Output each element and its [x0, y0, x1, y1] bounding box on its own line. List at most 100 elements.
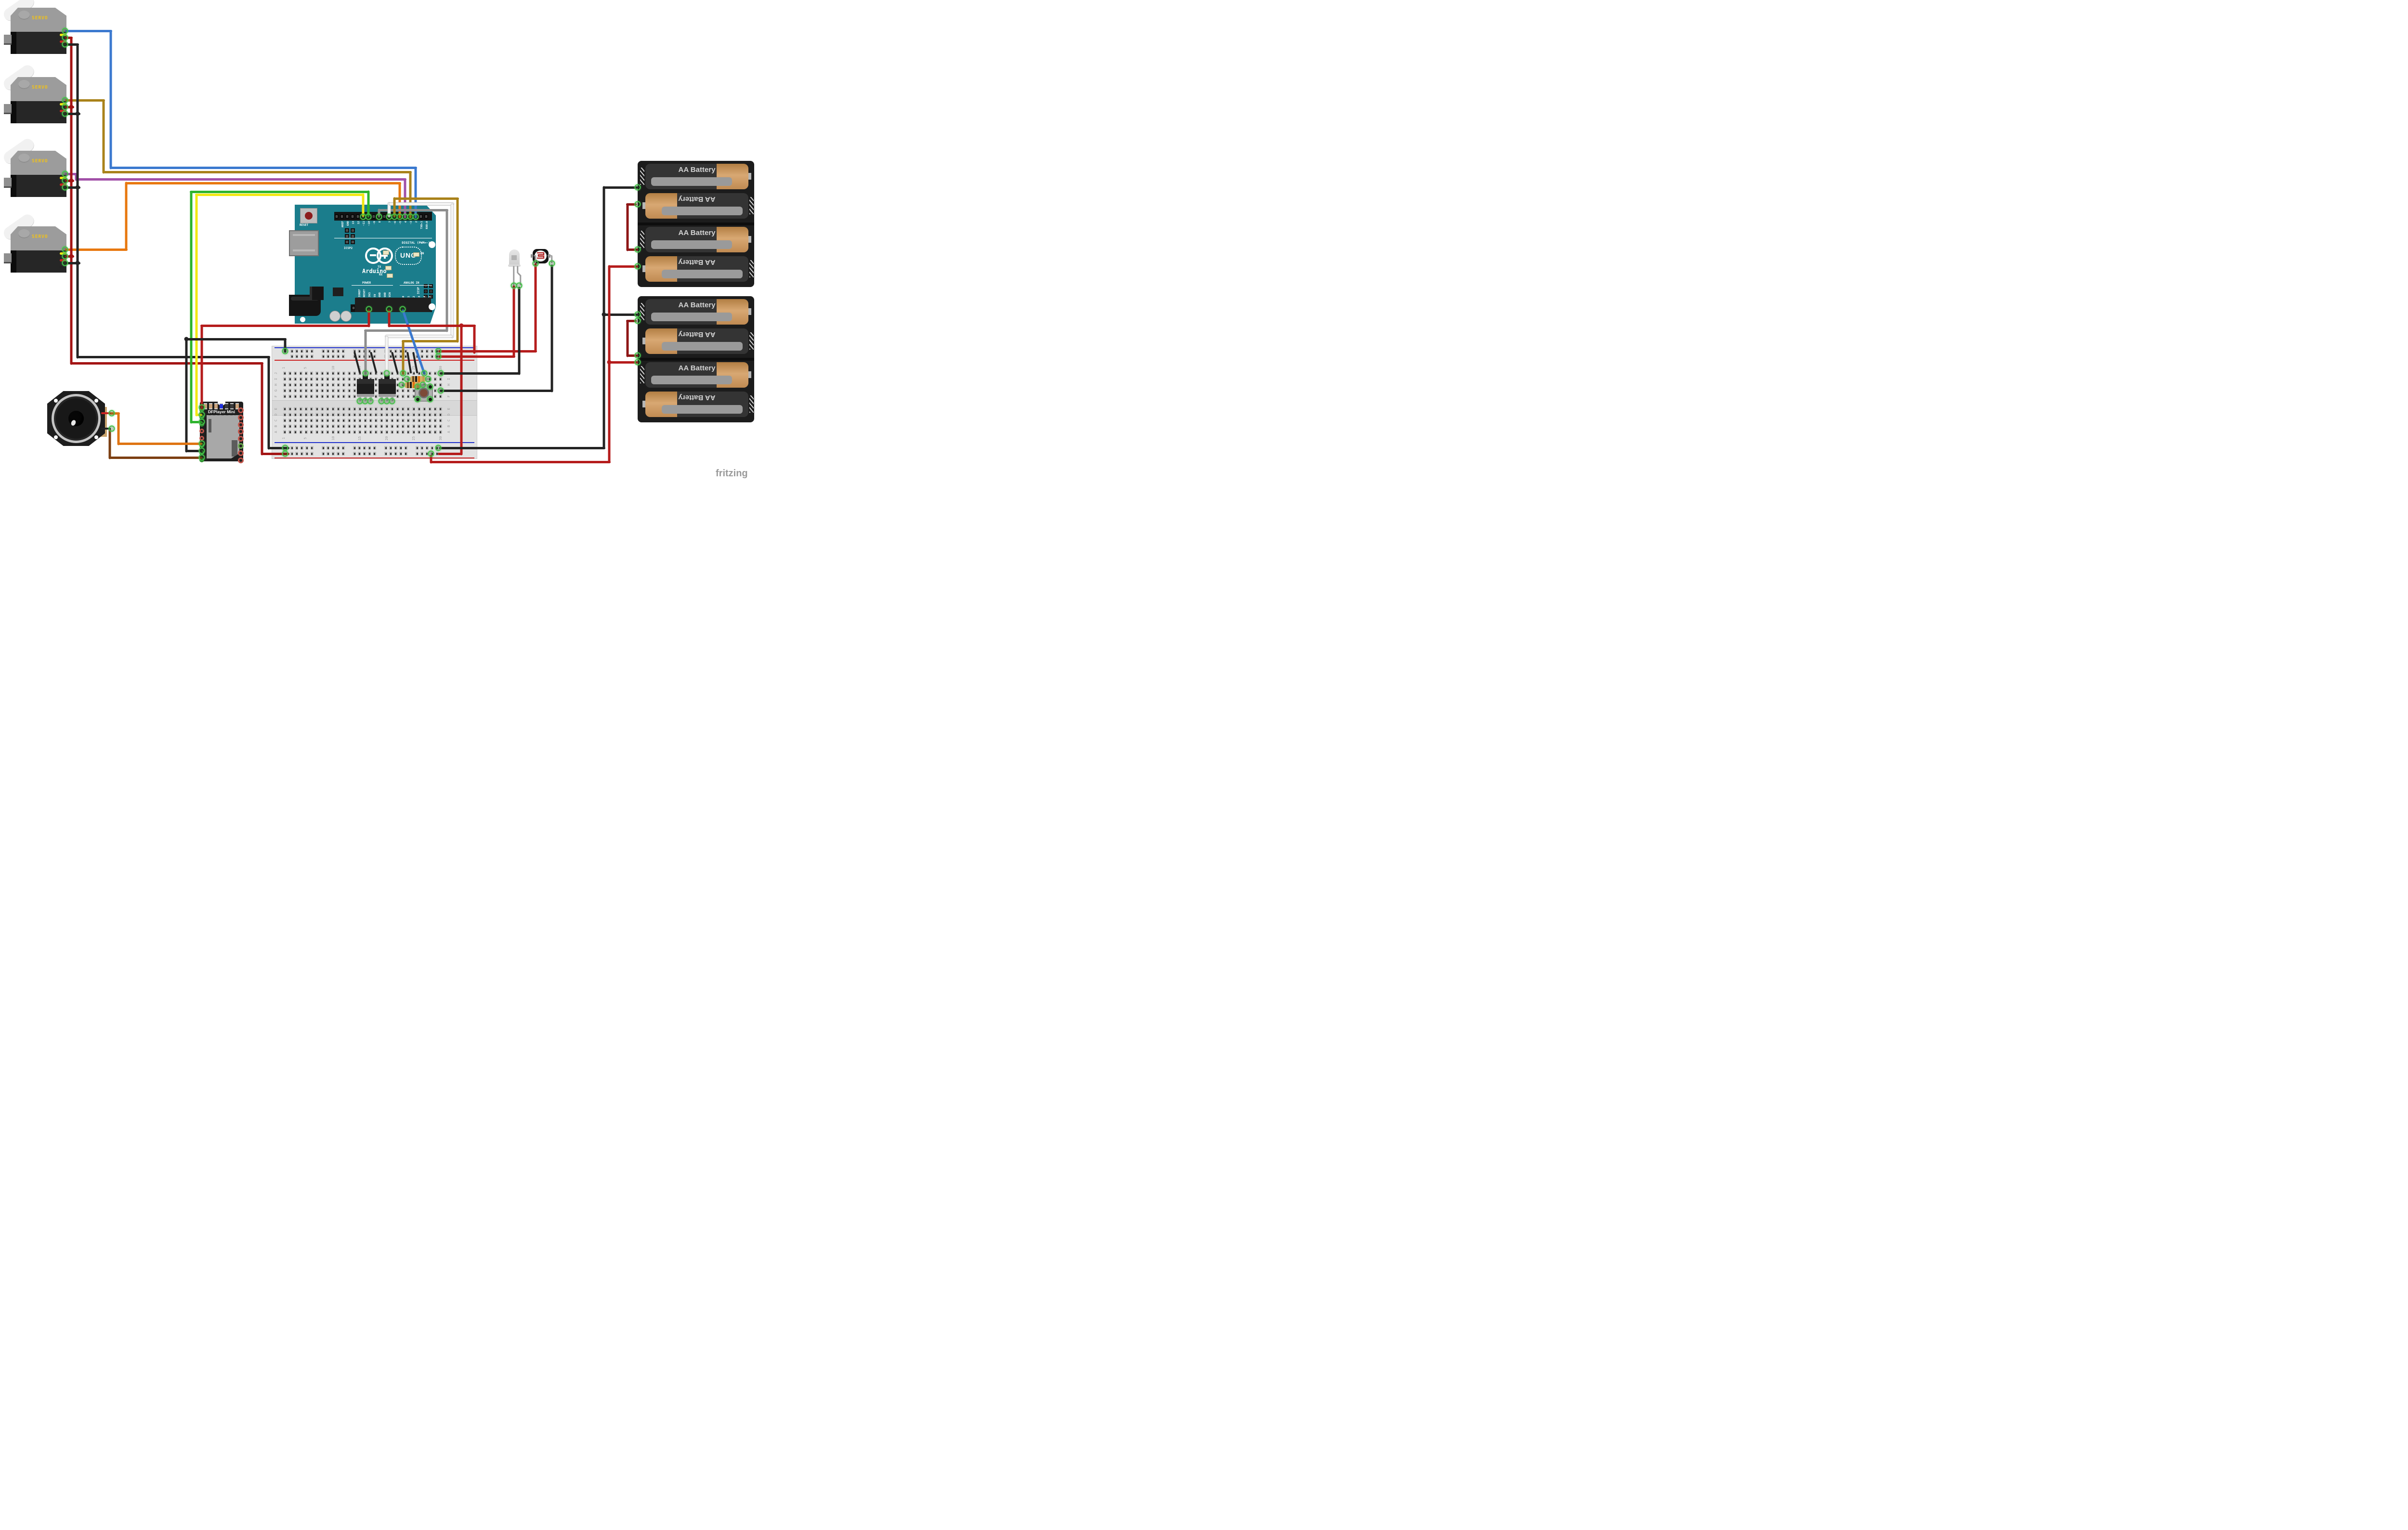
breadboard-hole	[337, 394, 340, 398]
breadboard-hole	[412, 413, 416, 417]
dfplayer-pin-right[interactable]	[238, 450, 244, 456]
logo-plus-v	[383, 252, 386, 259]
breadboard-row-letter: D	[274, 413, 278, 416]
dfplayer-pin-left[interactable]	[199, 436, 204, 441]
dfplayer-pin-right[interactable]	[238, 414, 244, 420]
battery-band	[662, 405, 743, 414]
breadboard-hole	[428, 424, 432, 428]
pin-hole[interactable]	[419, 214, 423, 219]
dfplayer-pin-right[interactable]	[238, 457, 244, 463]
pin-hole[interactable]	[382, 214, 386, 219]
breadboard-hole	[401, 418, 405, 422]
wire-junction	[75, 111, 80, 116]
breadboard-hole	[428, 418, 432, 422]
power-silk-label: POWER	[362, 281, 371, 285]
aa-battery: AA Battery	[640, 164, 751, 189]
smd-component	[204, 404, 207, 408]
battery-label: AA Battery	[678, 330, 716, 339]
breadboard-hole	[315, 430, 319, 434]
servo-body	[11, 101, 66, 123]
battery-band	[651, 313, 732, 321]
breadboard-rail-hole	[331, 349, 335, 353]
breadboard-rail-hole	[384, 446, 387, 450]
connector-ring	[634, 352, 641, 359]
servo-lead-ground	[60, 47, 66, 50]
breadboard-hole	[391, 424, 394, 428]
switch-base	[357, 394, 374, 397]
breadboard-row-letter: J	[274, 372, 278, 375]
breadboard-hole	[391, 430, 394, 434]
dfplayer-pin-right[interactable]	[238, 429, 244, 435]
breadboard-hole	[315, 383, 319, 387]
breadboard-hole	[401, 394, 405, 398]
servo-motor-3[interactable]: SERVO	[1, 136, 66, 197]
wire-segment	[440, 389, 552, 392]
connector-ring	[389, 398, 395, 405]
pin-hole[interactable]	[356, 214, 360, 219]
dfplayer-pin-right[interactable]	[238, 436, 244, 442]
dfplayer-pin-right[interactable]	[238, 421, 244, 428]
servo-hub	[18, 154, 30, 163]
breadboard-hole	[369, 413, 372, 417]
breadboard-hole	[374, 394, 378, 398]
reset-button[interactable]	[300, 208, 317, 223]
wire-junction	[602, 312, 606, 317]
aa-battery: AA Battery	[640, 227, 751, 252]
connector-ring	[198, 404, 205, 411]
dfplayer-mini[interactable]: DFPlayer Mini	[199, 400, 244, 463]
led[interactable]	[508, 249, 521, 268]
speaker-screw-hole	[94, 399, 98, 403]
breadboard-rail-hole	[416, 452, 419, 456]
pin-hole[interactable]	[345, 214, 349, 219]
connector-ring	[414, 383, 421, 390]
pin-hole[interactable]	[340, 214, 344, 219]
servo-body-bevel	[11, 101, 16, 123]
breadboard-hole	[283, 371, 286, 375]
pin-hole[interactable]	[424, 214, 428, 219]
speaker[interactable]	[47, 391, 107, 446]
pin-hole[interactable]	[335, 214, 339, 219]
dfplayer-pin-right[interactable]	[238, 443, 244, 449]
capacitor	[329, 311, 340, 322]
dfplayer-pin-right[interactable]	[238, 407, 244, 413]
breadboard-hole	[283, 377, 286, 381]
wire-segment	[195, 195, 198, 416]
slide-switch-2[interactable]	[379, 375, 396, 401]
breadboard-rail-hole	[305, 354, 309, 358]
breadboard-hole	[412, 371, 416, 375]
breadboard-hole	[321, 371, 324, 375]
breadboard-rail-hole	[322, 452, 325, 456]
wire-segment	[190, 192, 193, 423]
breadboard-col-number: 25	[412, 436, 416, 441]
resistor-1[interactable]	[410, 376, 426, 382]
aa-battery: AA Battery	[642, 256, 754, 282]
breadboard-rail-hole	[295, 446, 299, 450]
servo-motor-4[interactable]: SERVO	[1, 212, 66, 273]
pin-hole[interactable]	[352, 306, 355, 310]
tx-led	[385, 266, 392, 270]
connector-ring	[366, 306, 372, 313]
breadboard-hole	[374, 371, 378, 375]
breadboard-hole	[406, 430, 410, 434]
breadboard-hole	[294, 424, 297, 428]
battery-band	[662, 207, 743, 215]
breadboard-hole	[439, 413, 442, 417]
dfplayer-pin-left[interactable]	[199, 429, 204, 434]
battery-label: AA Battery	[678, 393, 716, 402]
breadboard-rail-hole	[310, 349, 314, 353]
smd-component	[230, 404, 234, 408]
servo-body-bevel	[11, 175, 16, 197]
pin-hole[interactable]	[351, 214, 354, 219]
wire-segment	[102, 100, 105, 173]
wire-segment	[431, 460, 611, 463]
servo-body-bevel	[11, 32, 16, 54]
servo-motor-1[interactable]: SERVO	[1, 0, 66, 54]
connector-ring	[108, 410, 115, 417]
breadboard-hole	[337, 389, 340, 392]
servo-motor-2[interactable]: SERVO	[1, 63, 66, 123]
breadboard-hole	[331, 383, 335, 387]
slide-switch-1[interactable]	[357, 375, 374, 401]
pin-hole[interactable]	[372, 214, 376, 219]
